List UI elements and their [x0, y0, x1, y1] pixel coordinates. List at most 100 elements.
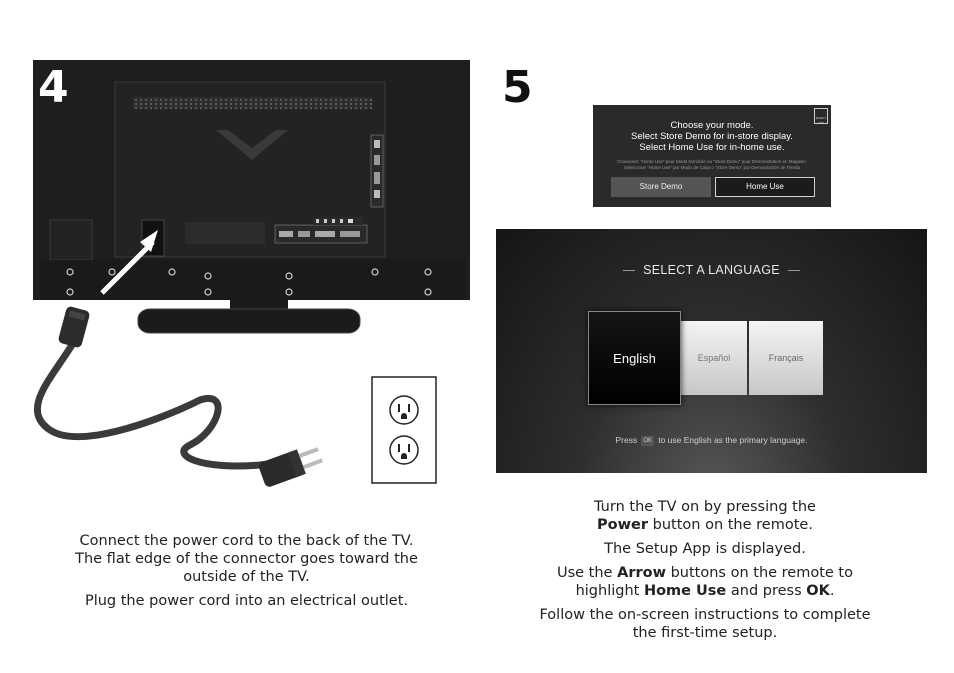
vent-dot: [285, 107, 287, 109]
vent-dot: [320, 99, 322, 101]
vent-dot: [140, 107, 142, 109]
vent-dot: [335, 103, 337, 105]
vent-dot: [250, 107, 252, 109]
title-rule-left: [623, 270, 636, 272]
vent-dot: [360, 103, 362, 105]
vent-dot: [315, 107, 317, 109]
mode-screen-line1: Choose your mode.: [670, 120, 754, 131]
step5-p3-bold3: OK: [806, 583, 830, 599]
vent-dot: [230, 103, 232, 105]
vent-dot: [230, 99, 232, 101]
vent-dot: [145, 103, 147, 105]
vent-dot: [345, 103, 347, 105]
vent-dot: [360, 107, 362, 109]
language-tile-english[interactable]: English: [588, 311, 681, 405]
vent-dot: [215, 99, 217, 101]
vent-dot: [250, 103, 252, 105]
vent-dot: [350, 103, 352, 105]
language-selection-screen: SELECT A LANGUAGE Español Français Engli…: [496, 229, 927, 473]
vent-dot: [195, 107, 197, 109]
vent-dot: [325, 99, 327, 101]
vent-dot: [255, 99, 257, 101]
language-title: SELECT A LANGUAGE: [496, 263, 927, 277]
vent-dot: [265, 107, 267, 109]
home-use-button[interactable]: Home Use: [715, 177, 815, 197]
step5-p3e: .: [829, 583, 835, 599]
vent-dot: [135, 107, 137, 109]
vent-dot: [340, 103, 342, 105]
step-4-number: 4: [38, 62, 69, 113]
vent-dot: [270, 99, 272, 101]
wall-outlet: [371, 376, 437, 484]
vent-dot: [325, 107, 327, 109]
vent-dot: [320, 107, 322, 109]
vent-dot: [200, 99, 202, 101]
vent-dot: [190, 107, 192, 109]
tv-stand-base: [137, 308, 361, 334]
vent-dot: [190, 99, 192, 101]
vent-dot: [260, 103, 262, 105]
step4-caption-line4: Plug the power cord into an electrical o…: [84, 593, 409, 609]
screw-holes: [66, 268, 432, 296]
vent-dot: [165, 99, 167, 101]
vent-dot: [345, 107, 347, 109]
vent-dot: [180, 107, 182, 109]
vent-dot: [235, 107, 237, 109]
vent-dot: [305, 107, 307, 109]
vent-dot: [155, 107, 157, 109]
vent-dot: [140, 103, 142, 105]
vent-dot: [180, 103, 182, 105]
vent-dot: [340, 107, 342, 109]
hint-rest: to use English as the primary language.: [658, 435, 808, 445]
vent-dot: [250, 99, 252, 101]
step5-p3d: and press: [726, 583, 807, 599]
vent-dot: [185, 103, 187, 105]
vent-dot: [330, 103, 332, 105]
vent-dot: [310, 99, 312, 101]
vent-dot: [160, 107, 162, 109]
vent-dot: [150, 99, 152, 101]
vent-dot: [140, 99, 142, 101]
vent-dot: [200, 103, 202, 105]
vent-dot: [300, 99, 302, 101]
mode-screen-fine-print: Choisissez "Home Use" pour Mode Domicile…: [603, 159, 821, 170]
vent-dot: [280, 103, 282, 105]
vent-dot: [295, 99, 297, 101]
vent-dot: [145, 99, 147, 101]
vent-dot: [340, 99, 342, 101]
vent-dot: [235, 103, 237, 105]
step5-p3-bold1: Arrow: [617, 565, 666, 581]
vent-dot: [275, 99, 277, 101]
tv-back-illustration: [33, 60, 470, 487]
vent-dot: [145, 107, 147, 109]
vent-dot: [345, 99, 347, 101]
vent-dot: [305, 99, 307, 101]
vent-dot: [185, 107, 187, 109]
vent-dot: [365, 99, 367, 101]
vent-dot: [185, 99, 187, 101]
vent-dot: [255, 103, 257, 105]
ok-key-icon: OK: [641, 435, 655, 446]
step5-p4b: the first-time setup.: [632, 625, 778, 641]
step5-p3-bold2: Home Use: [643, 583, 727, 599]
language-tile-espanol[interactable]: Español: [681, 321, 747, 395]
energy-star-logo: ENERGY STAR: [814, 108, 828, 125]
vent-dot: [170, 103, 172, 105]
store-demo-button[interactable]: Store Demo: [611, 177, 711, 197]
vent-dot: [165, 107, 167, 109]
vent-dot: [175, 99, 177, 101]
fine-print-french: Choisissez "Home Use" pour Mode Domicile…: [617, 159, 807, 164]
vent-dot: [205, 99, 207, 101]
language-tile-francais[interactable]: Français: [749, 321, 823, 395]
vent-dot: [355, 107, 357, 109]
mode-screen-line3: Select Home Use for in-home use.: [639, 142, 785, 153]
vent-dot: [350, 107, 352, 109]
vent-dot: [240, 107, 242, 109]
vent-dot: [300, 103, 302, 105]
title-rule-right: [787, 270, 800, 272]
step5-p3c: highlight: [575, 583, 644, 599]
vent-dot: [275, 107, 277, 109]
vent-dot: [300, 107, 302, 109]
step5-p2: The Setup App is displayed.: [604, 541, 806, 557]
vent-dot: [155, 103, 157, 105]
